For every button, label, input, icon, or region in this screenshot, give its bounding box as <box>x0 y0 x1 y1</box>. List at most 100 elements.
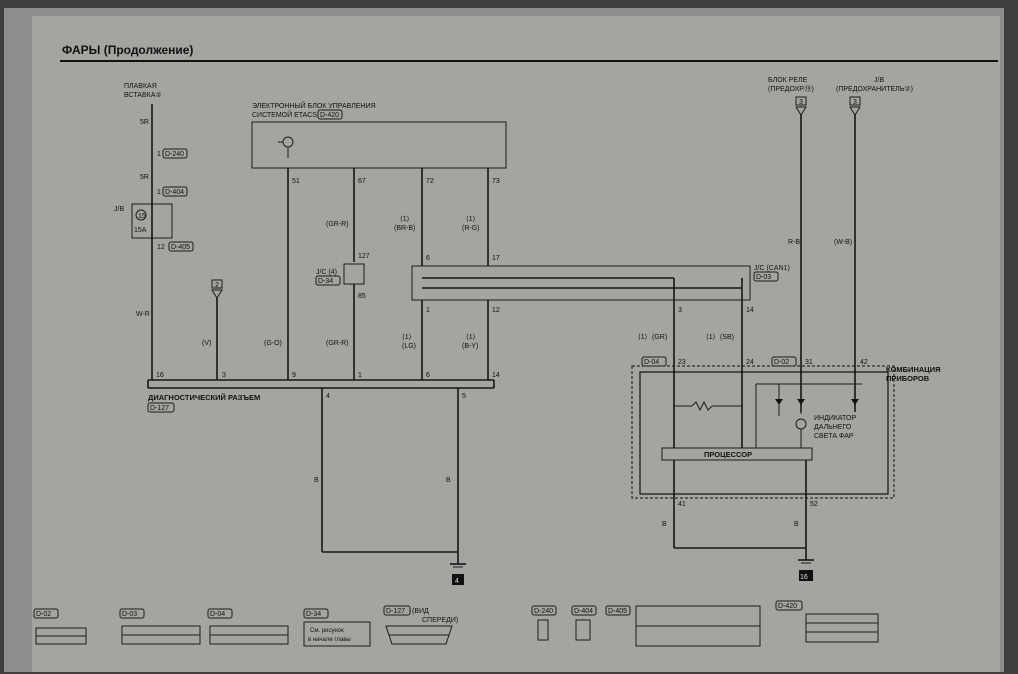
pin-72: 72 <box>426 178 434 185</box>
etacs-label-2: СИСТЕМОЙ ETACS <box>252 110 317 119</box>
cluster-label-1: КОМБИНАЦИЯ <box>886 365 941 374</box>
gnd-2-num: 2 <box>215 282 219 289</box>
processor-label: ПРОЦЕССОР <box>704 450 752 459</box>
jbfuse-pin-box <box>849 96 861 106</box>
wire-label-5r-a: 5R <box>140 119 149 126</box>
pin-6-top: 6 <box>426 255 430 262</box>
pin-12-can: 12 <box>492 307 500 314</box>
diag-pin-9: 9 <box>292 372 296 379</box>
pin-127: 127 <box>358 253 370 260</box>
relay-pin: 3 <box>799 99 803 106</box>
pin-73: 73 <box>492 178 500 185</box>
diag-pin-3: 3 <box>222 372 226 379</box>
diag-conn: D-127 <box>150 405 169 412</box>
cluster-pin-31: 31 <box>805 359 813 366</box>
connector-d03-label: D-03 <box>122 611 137 618</box>
indicator-label-3: СВЕТА ФАР <box>814 433 854 440</box>
wire-label-b3: B <box>662 521 667 528</box>
jbfuse-label-1: J/B <box>874 77 884 84</box>
cluster-pin-52: 52 <box>810 501 818 508</box>
gnd-2-arrow <box>211 289 223 299</box>
wire-label-gr: (GR) <box>652 334 667 341</box>
ground-4-num: 4 <box>455 578 459 585</box>
wire-label-wb: (W-B) <box>834 239 852 246</box>
conn-tag-d404 <box>162 186 188 197</box>
manual-sheet: ФАРЫ (Продолжение) ПЛАВКАЯ ВСТАВКА② 5R 1… <box>32 16 1000 672</box>
connector-d34-label: D-34 <box>306 611 321 618</box>
diode-icon-2 <box>797 399 805 405</box>
diode-icon-3 <box>851 399 859 405</box>
etacs-conn: D-420 <box>320 112 339 119</box>
conn-tag-d405 <box>168 241 194 252</box>
wire-label-b4: B <box>794 521 799 528</box>
connector-d404-label: D-404 <box>574 608 593 615</box>
pin-1-b: 1 <box>157 189 161 196</box>
resistor-icon <box>691 400 713 412</box>
pin-12: 12 <box>157 244 165 251</box>
pin-14-can: 14 <box>746 307 754 314</box>
pin-17: 17 <box>492 255 500 262</box>
connector-d127-view-1: (ВИД <box>412 608 429 615</box>
conn-tag-d127 <box>147 402 175 413</box>
fuse-label-2: ВСТАВКА② <box>124 91 162 99</box>
diag-pin-16: 16 <box>156 372 164 379</box>
ground-16-num: 16 <box>800 574 808 581</box>
conn-tag-d02 <box>771 356 797 367</box>
cluster-pin-42: 42 <box>860 359 868 366</box>
wire-tag-4: ⟨1⟩ <box>466 333 476 341</box>
cluster-outline <box>631 365 895 499</box>
pin-3-can: 3 <box>678 307 682 314</box>
conn-tag-d04 <box>641 356 667 367</box>
ground-4-box <box>452 574 464 585</box>
conn-d404-ref: D-404 <box>165 189 184 196</box>
jbfuse-label-2: (ПРЕДОХРАНИТЕЛЬ②) <box>836 85 913 93</box>
connector-d34-note-2: в начале главы <box>308 637 351 643</box>
pin-51: 51 <box>292 178 300 185</box>
wire-label-v: (V) <box>202 340 211 347</box>
connector-d127-view: D-127 (ВИД СПЕРЕДИ) <box>383 605 458 645</box>
wire-label-b2: B <box>446 477 451 484</box>
jc4-box <box>343 263 365 285</box>
wire-label-go: (G-O) <box>264 340 282 347</box>
connector-d02-label: D-02 <box>36 611 51 618</box>
pin-1-can: 1 <box>426 307 430 314</box>
jbfuse-pin: 3 <box>853 99 857 106</box>
wire-label-grr-b: (GR-R) <box>326 340 349 347</box>
wire-label-sb: (SB) <box>720 334 734 341</box>
conn-d405-ref: D-405 <box>171 244 190 251</box>
pin-85: 85 <box>358 293 366 300</box>
wire-tag-5: ⟨1⟩ <box>638 333 648 341</box>
conn-tag-d240 <box>162 148 188 159</box>
wire-label-b1: B <box>314 477 319 484</box>
connector-d127-view-2: СПЕРЕДИ) <box>422 617 458 624</box>
diode-icon-1 <box>775 399 783 405</box>
cluster-conn-d02: D-02 <box>774 359 789 366</box>
connector-d404-view: D-404 <box>571 605 597 641</box>
connector-d02-view: D-02 <box>33 608 87 645</box>
pin-1-a: 1 <box>157 151 161 158</box>
cluster-pin-24: 24 <box>746 359 754 366</box>
diag-pin-6: 6 <box>426 372 430 379</box>
connector-d420-view: D-420 <box>775 600 879 643</box>
pin-67: 67 <box>358 178 366 185</box>
wire-label-by: (B-Y) <box>462 343 478 350</box>
jc-can1-box <box>411 265 751 301</box>
wire-label-wr: W-R <box>136 311 150 318</box>
jc-can1-conn: D-03 <box>756 274 771 281</box>
connector-d405-view: D-405 <box>605 605 761 647</box>
wire-label-brb: (BR-B) <box>394 225 415 232</box>
cluster-box <box>639 371 889 495</box>
wire-label-lg: (LG) <box>402 343 416 350</box>
diag-pin-1: 1 <box>358 372 362 379</box>
jb-fuse-amp: 15A <box>134 227 147 234</box>
jc4-conn: D-34 <box>318 278 333 285</box>
fuse-label-1: ПЛАВКАЯ <box>124 83 157 90</box>
connector-d34-note-1: См. рисунок <box>310 628 344 634</box>
etacs-label-1: ЭЛЕКТРОННЫЙ БЛОК УПРАВЛЕНИЯ <box>252 101 376 110</box>
wire-label-rg: (R-G) <box>462 225 480 232</box>
conn-tag-d420 <box>317 109 343 120</box>
connector-d04-view: D-04 <box>207 608 289 645</box>
wire-label-rb: R-B <box>788 239 800 246</box>
wire-label-5r-b: 5R <box>140 174 149 181</box>
jb-fuse-num: 15 <box>138 213 146 220</box>
